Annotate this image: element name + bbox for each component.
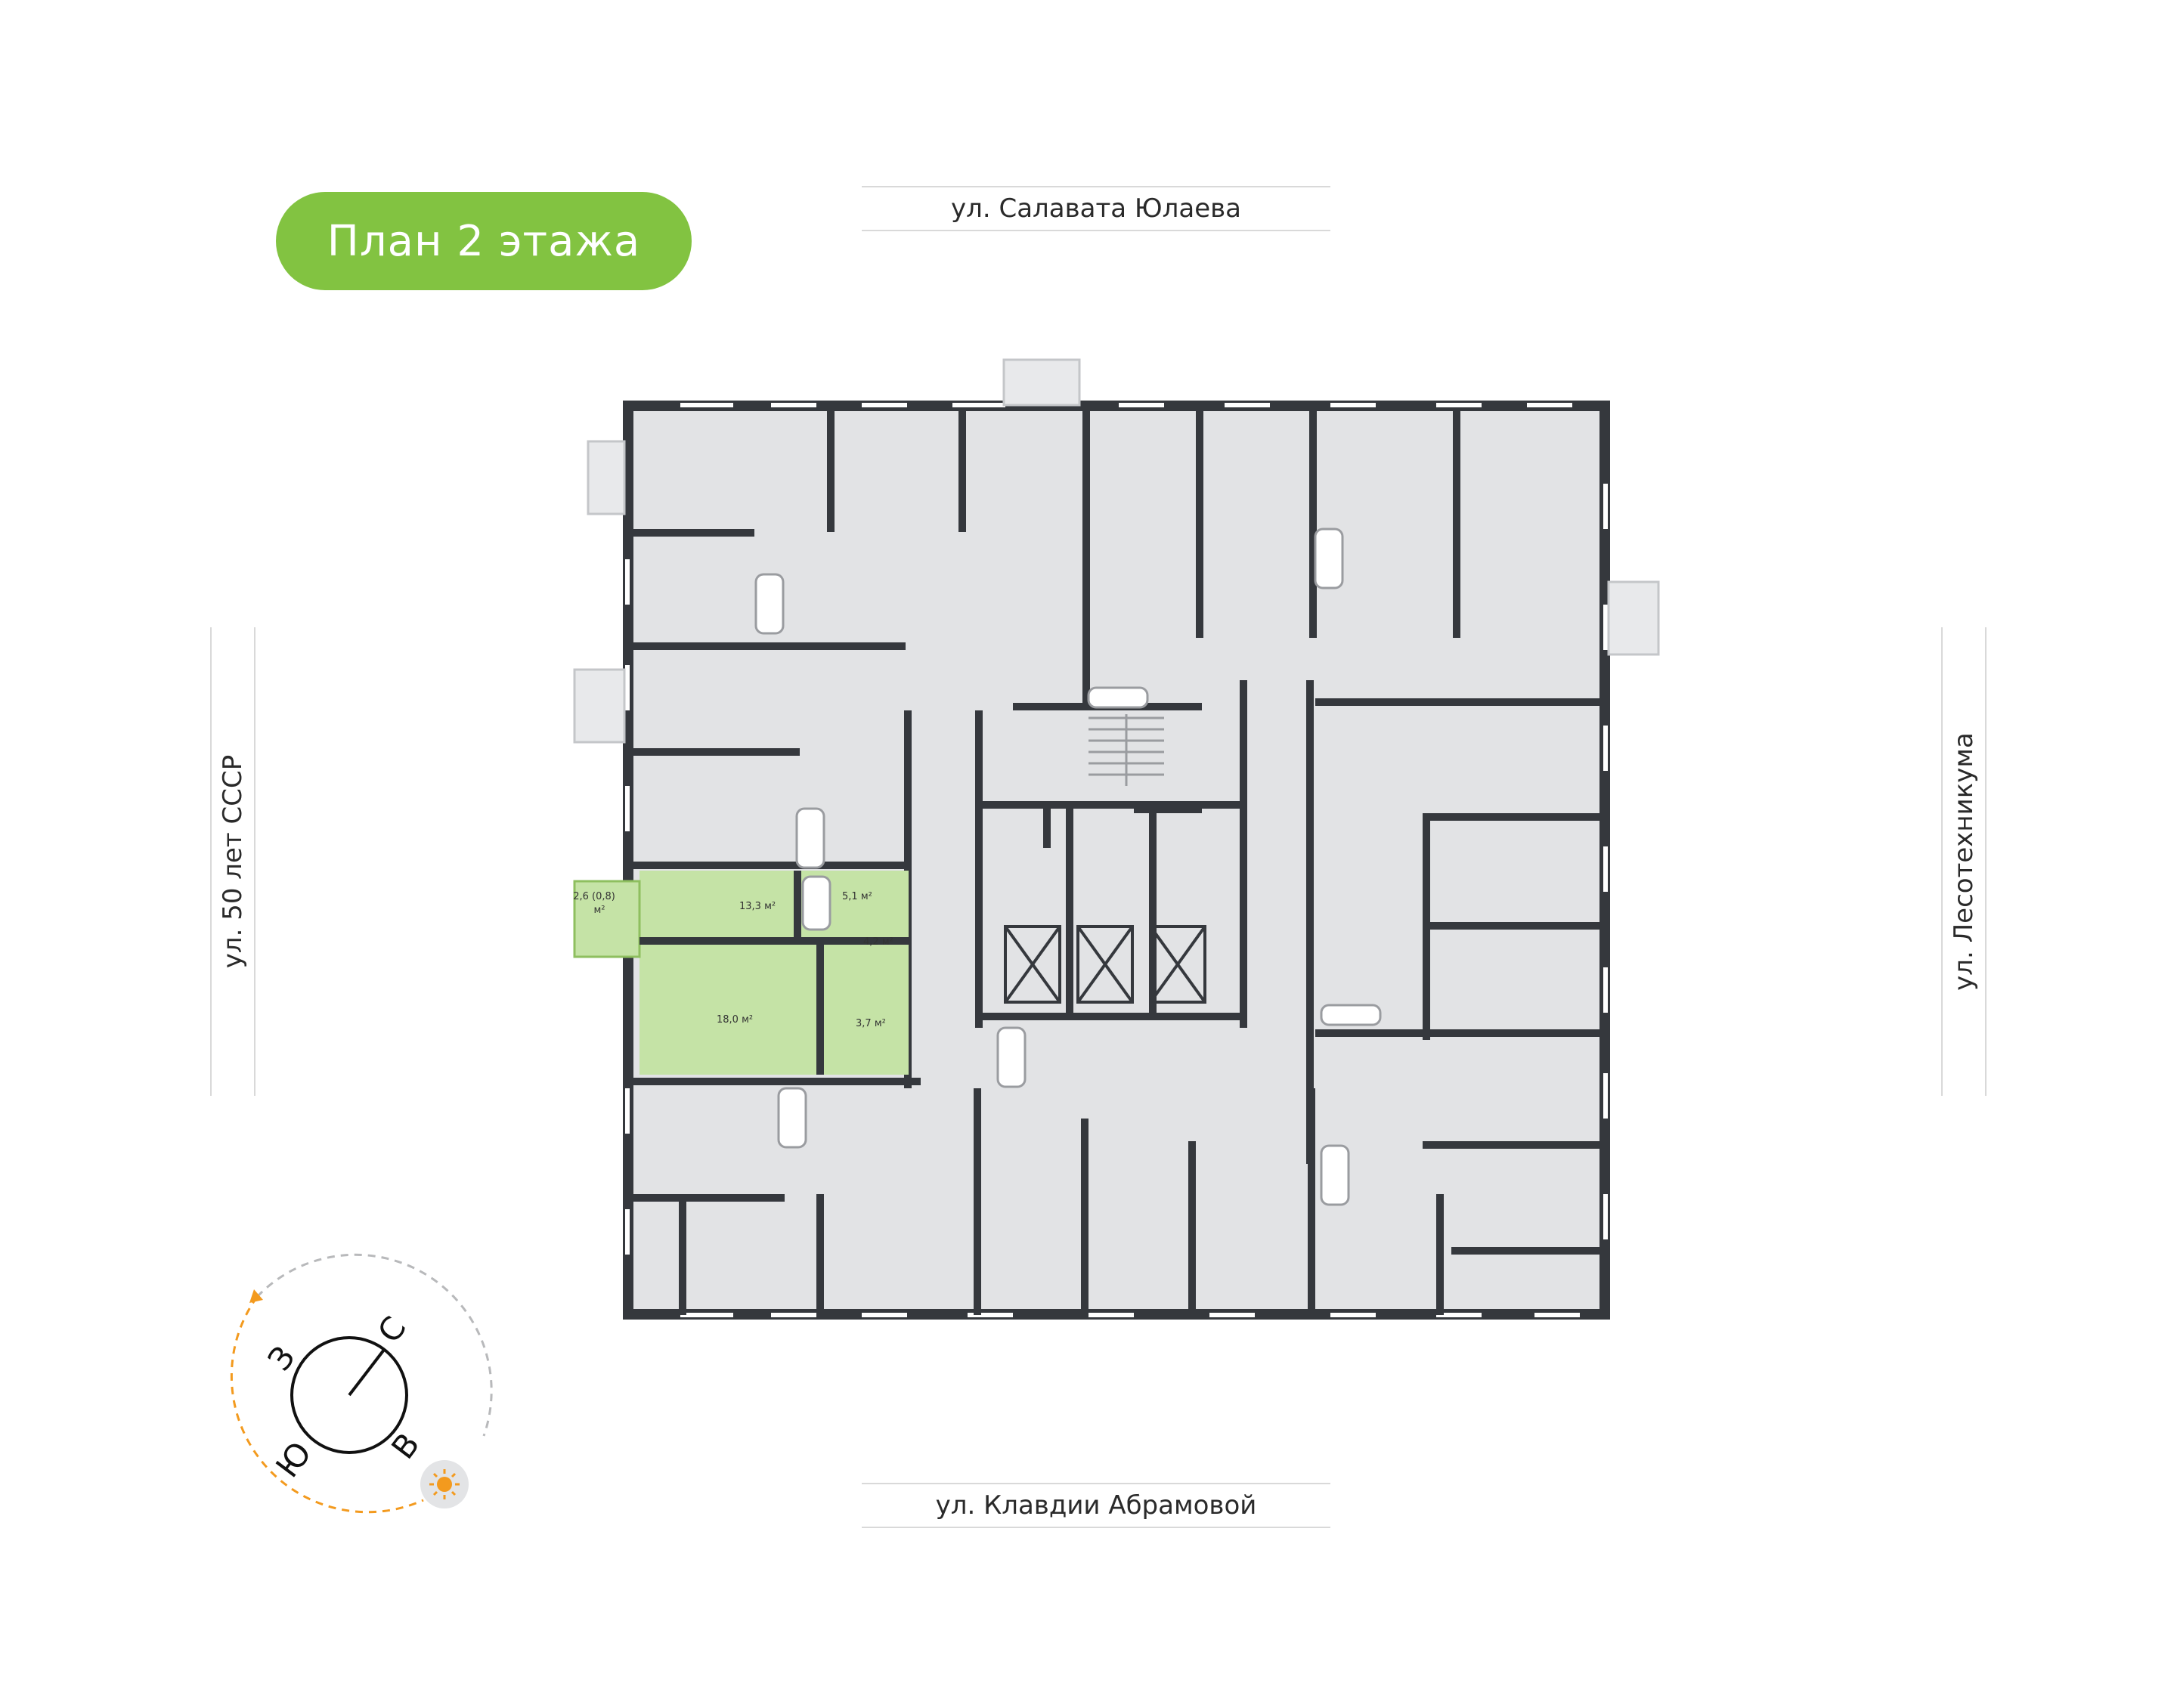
room-area-labels: 13,3 м² 5,1 м² 4,2 м² 18,0 м² 3,7 м² <box>717 891 893 1029</box>
balconies <box>573 358 1660 744</box>
room-area-label: 13,3 м² <box>739 901 776 912</box>
street-label-right: ул. Лесотехникума <box>1941 627 1987 1096</box>
compass-needle <box>348 1348 386 1397</box>
room-area-label: 5,1 м² <box>842 891 872 902</box>
sun-path-upper <box>255 1253 493 1437</box>
room-area-label: 4,2 м² <box>863 936 893 948</box>
sun-icon <box>420 1460 469 1508</box>
compass-dial <box>290 1336 408 1454</box>
room-area-label: 3,7 м² <box>856 1018 886 1029</box>
balcony-area-label: 2,6 (0,8) <box>573 891 615 902</box>
balcony-area-unit: м² <box>593 905 605 916</box>
bathroom-fixtures <box>754 528 1382 1206</box>
floor-plan-title: План 2 этажа <box>276 192 692 290</box>
elevator-shafts <box>1004 925 1206 1004</box>
sun-path-lower <box>230 1296 424 1514</box>
street-label-bottom: ул. Клавдии Абрамовой <box>862 1483 1330 1528</box>
highlighted-apartment[interactable] <box>573 871 909 1075</box>
staircase <box>1088 714 1164 786</box>
room-area-label: 18,0 м² <box>717 1014 753 1026</box>
street-label-left: ул. 50 лет СССР <box>210 627 255 1096</box>
compass-east: В <box>384 1426 426 1466</box>
building-footprint <box>623 401 1610 1320</box>
arrow-icon <box>249 1289 263 1303</box>
compass: С В Ю З <box>230 1253 493 1514</box>
street-label-top: ул. Салавата Юлаева <box>862 186 1330 231</box>
